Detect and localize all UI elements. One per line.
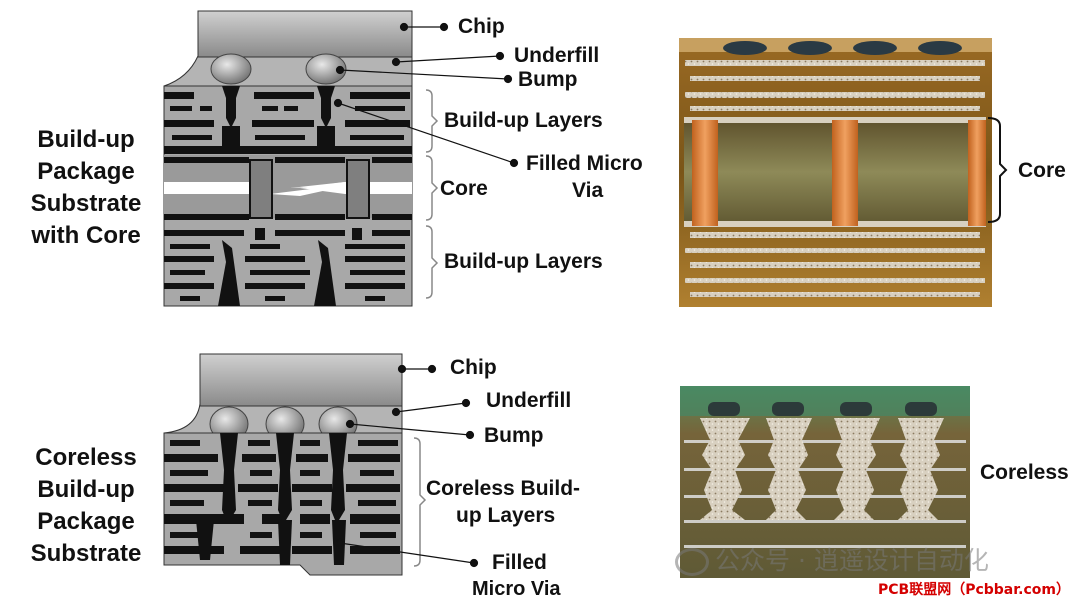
bottom-chip-label: Chip [450, 355, 497, 380]
watermark: 公众号 · 逍遥设计自动化 [675, 541, 989, 577]
top-filled-via-label-2: Via [572, 178, 603, 203]
watermark-text: 公众号 · 逍遥设计自动化 [715, 546, 989, 575]
bottom-side-title-line: Coreless [16, 442, 156, 474]
top-filled-via-label-1: Filled Micro [526, 151, 643, 176]
top-bump [211, 54, 251, 84]
top-side-title-line: Substrate [16, 188, 156, 220]
source-credit: PCB联盟网（Pcbbar.com） [878, 579, 1070, 599]
bottom-filled-via-label-2: Micro Via [472, 577, 561, 601]
bottom-chip [200, 354, 402, 406]
bottom-filled-via-label-1: Filled [492, 550, 547, 575]
bottom-bump-label: Bump [484, 423, 544, 448]
top-photo-core-label: Core [1018, 158, 1066, 183]
bottom-substrate-diagram [164, 354, 478, 575]
bottom-side-title-line: Package [16, 506, 156, 538]
top-chip-label: Chip [458, 14, 505, 39]
top-underfill-label: Underfill [514, 43, 599, 68]
top-side-title-line: Package [16, 156, 156, 188]
top-side-title: Build-up Package Substrate with Core [16, 124, 156, 252]
bottom-side-title-line: Build-up [16, 474, 156, 506]
bottom-side-title: Coreless Build-up Package Substrate [16, 442, 156, 570]
bottom-coreless-label-2: up Layers [456, 503, 555, 528]
bottom-photo-coreless-label: Coreless [980, 460, 1069, 485]
bottom-underfill-label: Underfill [486, 388, 571, 413]
top-core-label: Core [440, 176, 488, 201]
top-bump-label: Bump [518, 67, 578, 92]
top-side-title-line: Build-up [16, 124, 156, 156]
top-buildup-upper-label: Build-up Layers [444, 108, 603, 133]
top-chip [198, 11, 412, 57]
top-buildup-lower-label: Build-up Layers [444, 249, 603, 274]
bottom-coreless-label-1: Coreless Build- [426, 476, 580, 501]
core-substrate-photo [679, 38, 1006, 307]
bottom-side-title-line: Substrate [16, 538, 156, 570]
top-side-title-line: with Core [16, 220, 156, 252]
wechat-icon [675, 548, 709, 576]
